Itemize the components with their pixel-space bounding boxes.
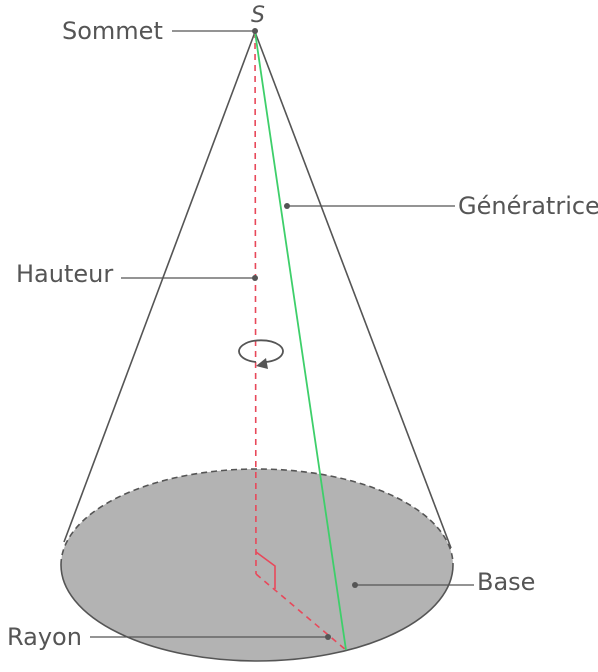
radius-line	[255, 573, 347, 651]
leader-sommet	[172, 28, 258, 34]
label-sommet: Sommet	[62, 17, 163, 45]
label-generatrice: Génératrice	[458, 192, 598, 220]
leader-hauteur	[121, 275, 258, 281]
cone-base	[61, 469, 453, 661]
leader-base	[352, 582, 474, 588]
generatrix-line	[254, 31, 347, 651]
label-base: Base	[477, 568, 535, 596]
label-rayon: Rayon	[7, 623, 82, 651]
base-front-edge	[60, 564, 454, 662]
base-back-edge	[60, 468, 454, 566]
rotation-icon	[238, 339, 284, 369]
cone-left-side	[63, 31, 256, 543]
label-hauteur: Hauteur	[16, 260, 113, 288]
height-line	[254, 31, 257, 575]
apex-letter: S	[251, 3, 265, 28]
right-angle-marker	[255, 551, 276, 589]
cone-right-side	[254, 31, 452, 549]
leader-generatrice	[284, 203, 455, 209]
leader-rayon	[90, 634, 331, 640]
